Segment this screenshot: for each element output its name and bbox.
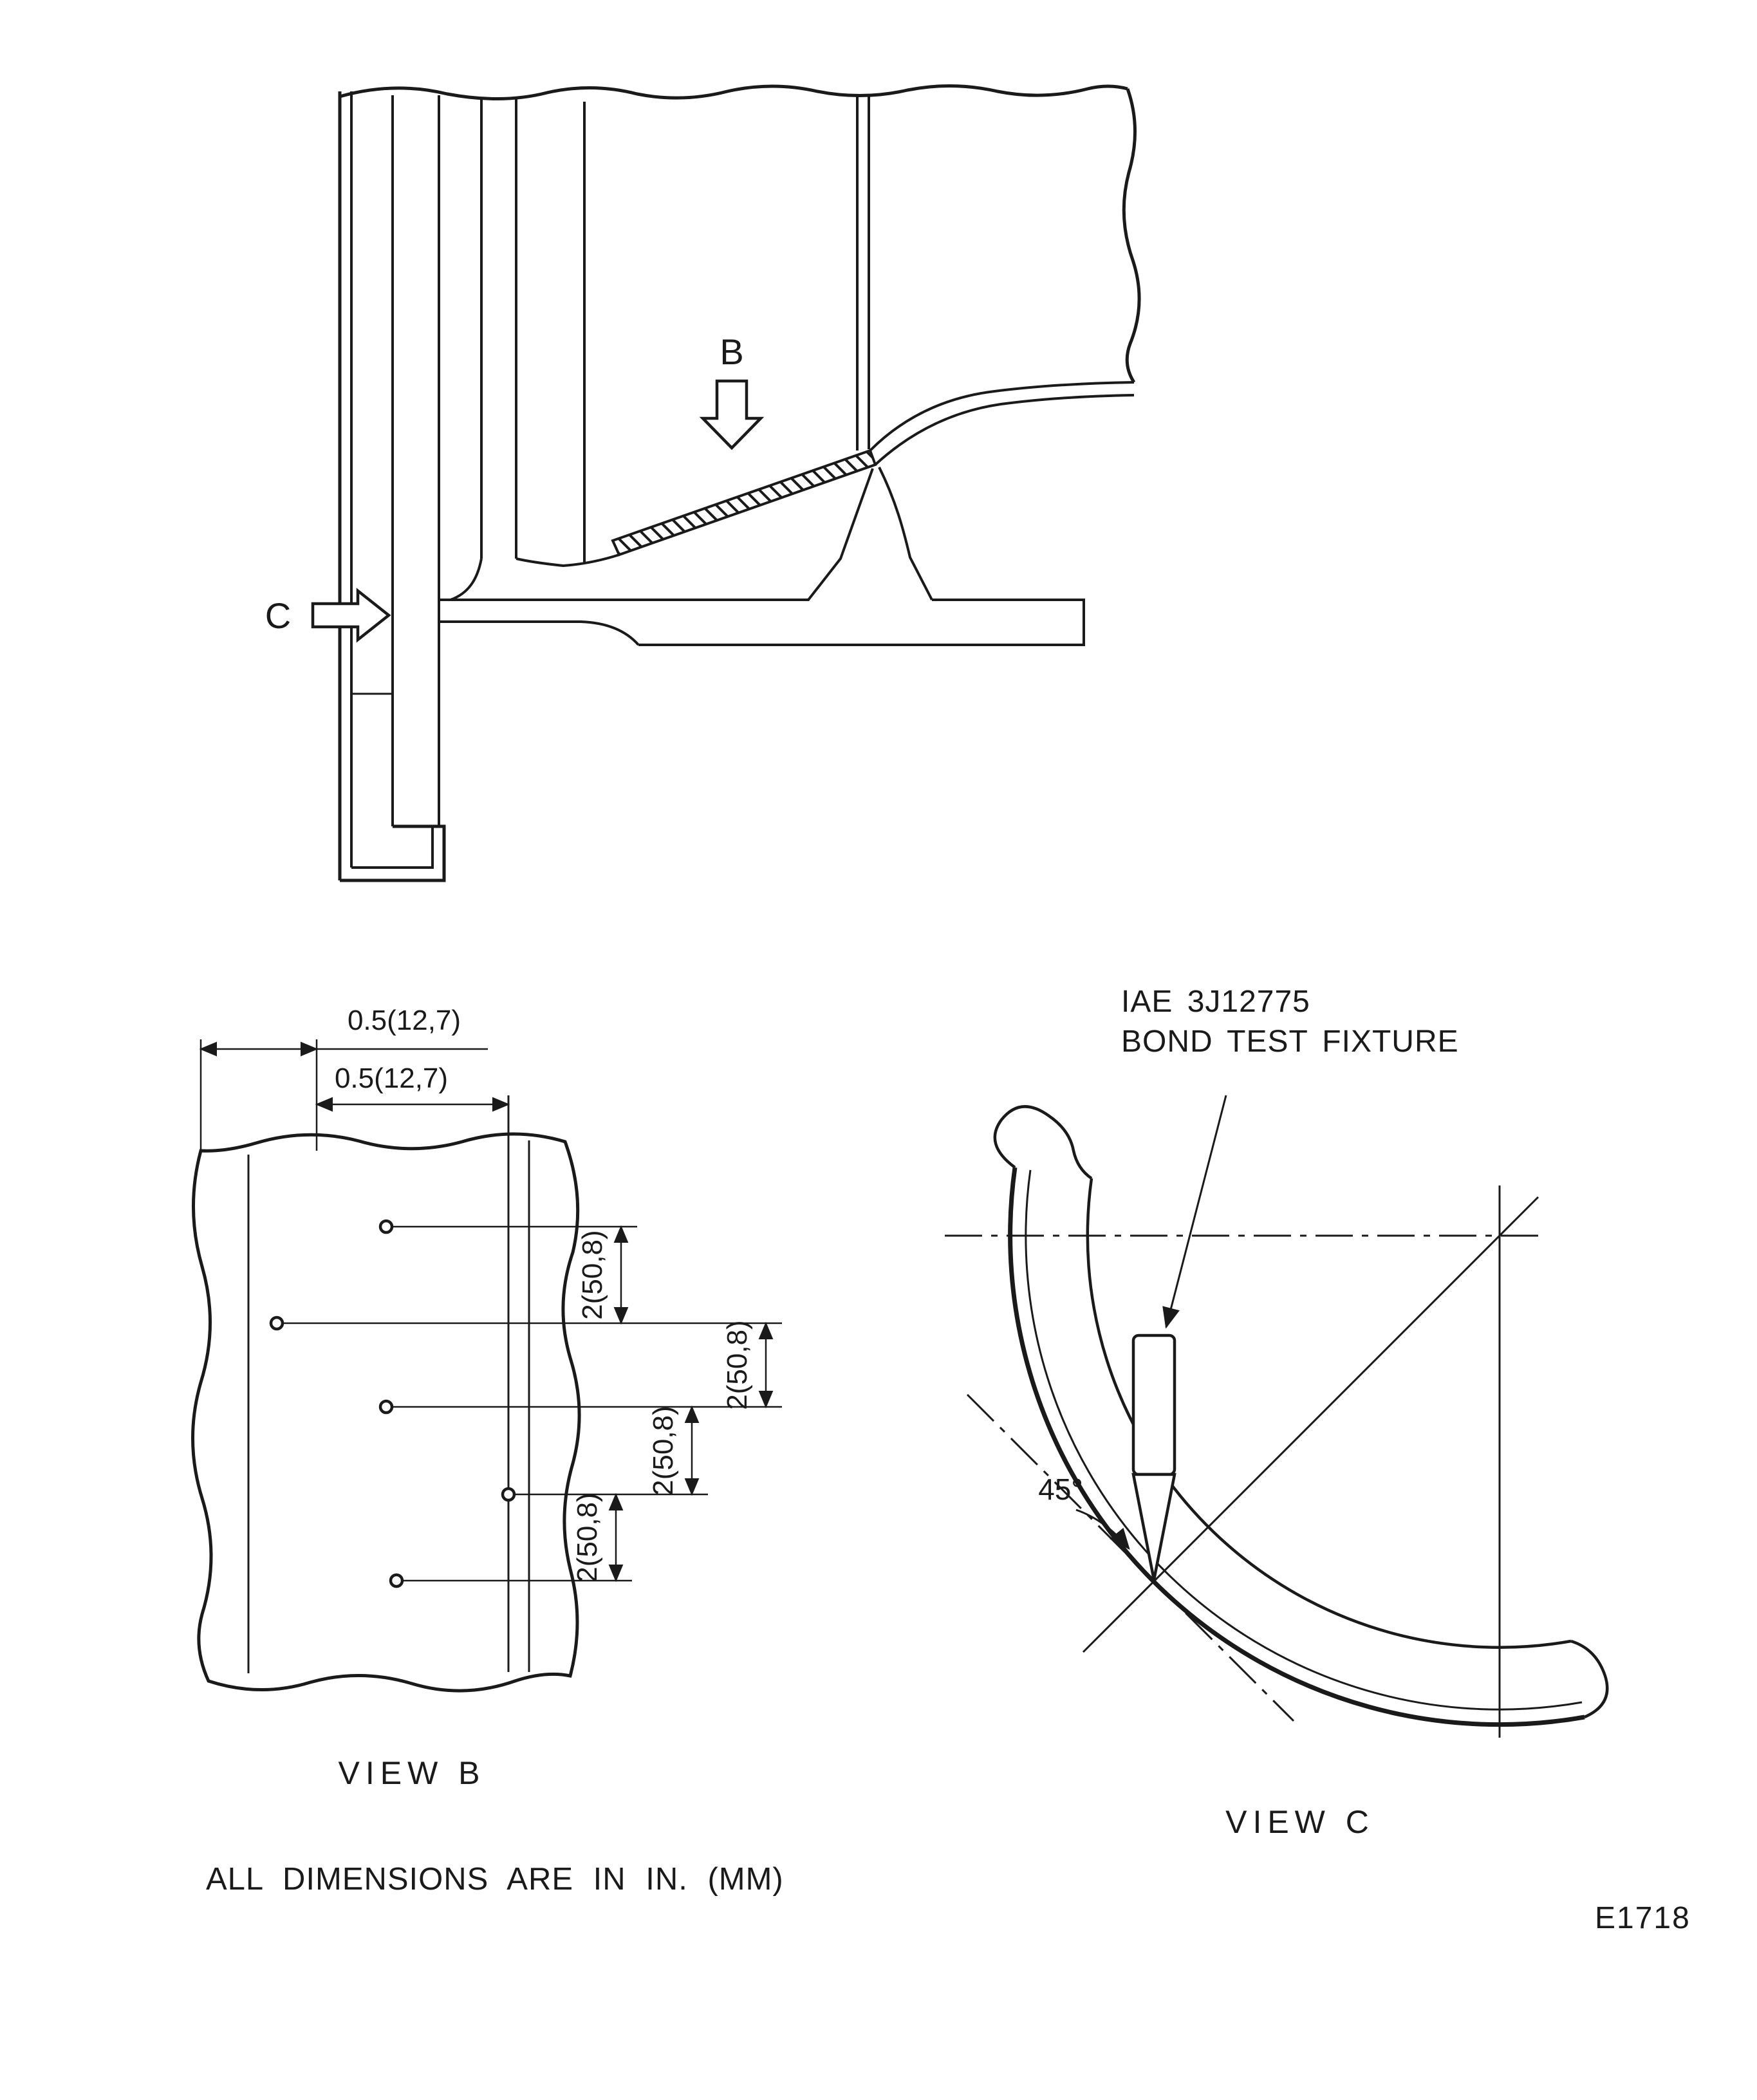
fixture-label-line2: BOND TEST FIXTURE: [1121, 1025, 1459, 1059]
figure-code: E1718: [1595, 1901, 1691, 1935]
torn-edge-top: [339, 84, 1128, 101]
fixture-callout: IAE 3J12775 BOND TEST FIXTURE: [1121, 985, 1459, 1329]
view-c-arrow-icon: [311, 588, 391, 643]
dimension-spacing-4-label: 2(50,8): [572, 1492, 603, 1582]
torn-edge-lower: [1570, 1639, 1609, 1719]
liner-sheet: [869, 381, 1135, 466]
fixture-tip: [1131, 1473, 1176, 1581]
dimension-spacing-3: 2(50,8): [647, 1405, 700, 1496]
test-point: [269, 1315, 284, 1331]
torn-edge-upper: [993, 1105, 1093, 1180]
torn-edge-right: [1122, 88, 1141, 384]
bond-test-fixture: [1131, 1333, 1176, 1581]
case-bracket: [440, 467, 1085, 646]
dimension-spacing-1-label: 2(50,8): [577, 1230, 608, 1319]
dimension-spacing-2-label: 2(50,8): [721, 1320, 753, 1409]
bond-test-points: [269, 1219, 516, 1588]
dimension-offset-2-label: 0.5(12,7): [335, 1063, 448, 1094]
view-b: 0.5(12,7) 0.5(12,7) 2(50,8): [191, 1005, 782, 1791]
angle-leader-arrow: [1075, 1509, 1130, 1550]
section-label-c: C: [265, 595, 291, 636]
test-point: [389, 1573, 404, 1588]
tangent-centerline: [966, 1393, 1295, 1722]
dimension-spacing-1: 2(50,8): [577, 1225, 629, 1325]
view-c: IAE 3J12775 BOND TEST FIXTURE 45° VIEW C: [945, 985, 1609, 1840]
view-b-panel: [191, 1132, 581, 1693]
section-view: B C: [265, 84, 1141, 882]
case-ring-segment: [993, 1105, 1609, 1727]
dimension-spacing-2: 2(50,8): [721, 1320, 774, 1410]
test-point: [501, 1487, 516, 1502]
dimension-offset-1: 0.5(12,7): [199, 1005, 488, 1151]
test-point: [378, 1399, 394, 1415]
view-b-arrow-icon: [699, 379, 765, 451]
view-c-title: VIEW C: [1225, 1804, 1375, 1840]
case-flange-walls: [338, 91, 870, 882]
diagonal-radius-line: [1082, 1196, 1539, 1653]
view-b-title: VIEW B: [338, 1755, 485, 1791]
angle-label: 45°: [1038, 1473, 1083, 1506]
section-label-b: B: [720, 331, 743, 372]
fixture-body: [1131, 1333, 1176, 1476]
fixture-leader-arrow: [1162, 1095, 1227, 1329]
dimension-note: ALL DIMENSIONS ARE IN IN. (MM): [206, 1862, 784, 1897]
fixture-label-line1: IAE 3J12775: [1121, 985, 1310, 1019]
dimension-offset-2: 0.5(12,7): [315, 1063, 510, 1112]
dimension-spacing-4: 2(50,8): [572, 1492, 624, 1583]
test-point: [378, 1219, 394, 1234]
dimension-spacing-3-label: 2(50,8): [647, 1406, 679, 1495]
bond-area-hatch: [611, 449, 877, 557]
test-point-leaders: [283, 1225, 782, 1582]
dimension-offset-1-label: 0.5(12,7): [348, 1005, 461, 1036]
angle-annotation: 45°: [1038, 1473, 1130, 1550]
